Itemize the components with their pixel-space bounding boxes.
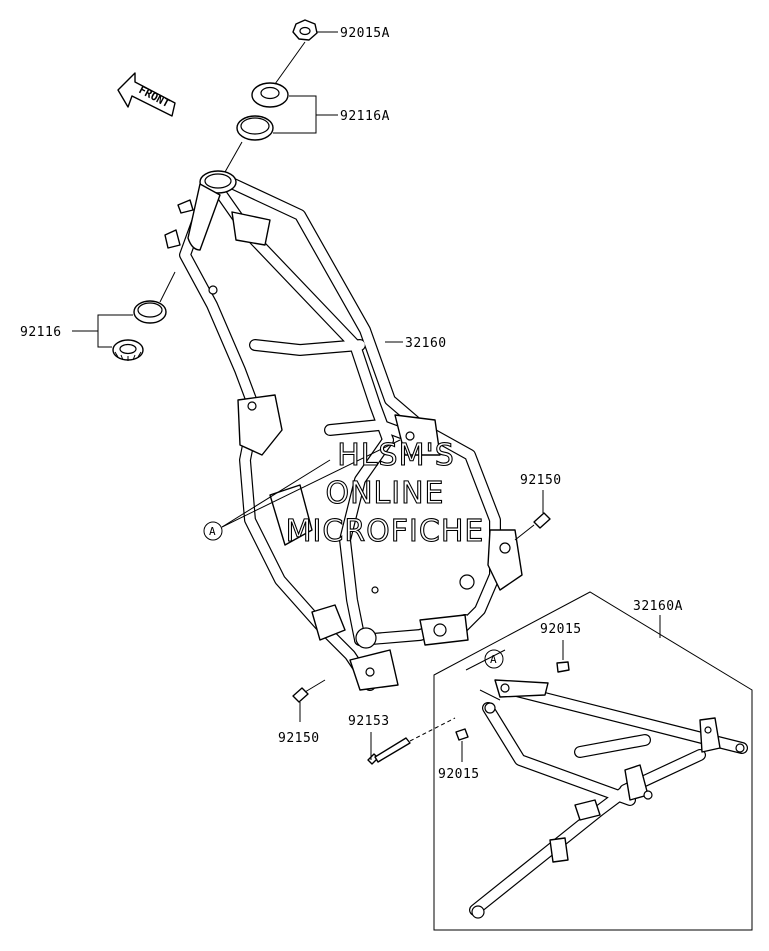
front-arrow-icon: FRONT: [117, 72, 176, 117]
watermark-line3: MICROFICHE: [286, 514, 485, 549]
long-bolt-92153-icon: [367, 717, 456, 765]
callout-a-subframe: A: [484, 649, 504, 669]
label-92150-right: 92150: [520, 473, 562, 488]
watermark-line1: HLSM'S: [337, 438, 455, 473]
label-32160: 32160: [405, 336, 447, 351]
label-32160A: 32160A: [633, 599, 683, 614]
upper-race-icon: [236, 115, 274, 141]
sub-frame-icon: [469, 679, 748, 919]
bolt-92015-bottom-icon: [455, 728, 469, 741]
label-92153: 92153: [348, 714, 390, 729]
callout-a-frame: A: [203, 521, 223, 541]
subframe-box: [433, 591, 753, 931]
bolt-92150-bottom-icon: [292, 679, 326, 703]
label-92116A: 92116A: [340, 109, 390, 124]
label-92015-bottom: 92015: [438, 767, 480, 782]
lower-bearing-icon: [112, 339, 144, 361]
lower-race-icon: [133, 300, 167, 324]
upper-bearing-icon: [251, 82, 289, 108]
bolt-92150-right-icon: [514, 512, 551, 541]
label-92015A: 92015A: [340, 26, 390, 41]
label-92015-top: 92015: [540, 622, 582, 637]
svg-text:A: A: [490, 653, 497, 666]
steering-nut-icon: [292, 19, 318, 41]
bolt-92015-top-icon: [556, 661, 570, 673]
svg-text:A: A: [209, 525, 216, 538]
watermark-line2: ONLINE: [325, 476, 444, 511]
label-92116: 92116: [20, 325, 62, 340]
main-frame-icon: [164, 170, 523, 691]
watermark: HLSM'S ONLINE MICROFICHE: [285, 437, 485, 549]
label-92150-bottom: 92150: [278, 731, 320, 746]
